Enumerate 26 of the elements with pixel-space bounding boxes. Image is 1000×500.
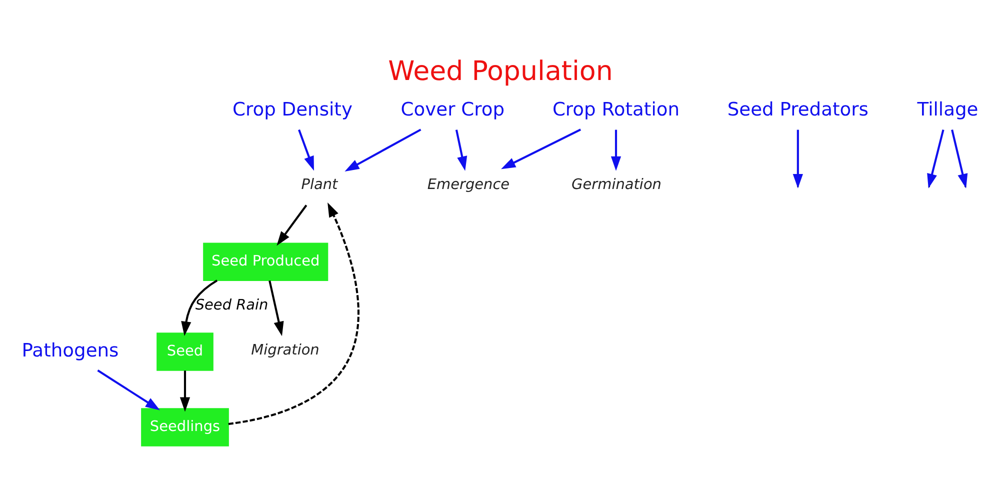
arrow (179, 370, 190, 412)
arrow (268, 280, 284, 336)
edge-label: Seed Rain (194, 298, 268, 314)
arrow (180, 280, 218, 336)
node-text: Emergence (426, 177, 510, 194)
diagram-title: Weed Population (388, 56, 612, 87)
node-text: Pathogens (21, 340, 118, 362)
node-text: Migration (250, 342, 319, 359)
node-box: Seed Produced (202, 242, 328, 281)
arrow (344, 128, 421, 172)
arrow (500, 128, 581, 170)
node-text: Germination (571, 177, 661, 194)
node-box: Seed (156, 332, 213, 371)
arrow (276, 204, 307, 246)
node-text: Crop Density (232, 100, 352, 121)
node-box: Seedlings (140, 408, 228, 446)
arrow (298, 129, 314, 171)
arrow (610, 130, 621, 171)
node-text: Tillage (916, 100, 978, 121)
arrow (454, 130, 467, 171)
node-text: Plant (300, 177, 338, 194)
arrow (96, 370, 160, 410)
node-text: Seed Predators (726, 100, 868, 121)
arrow (228, 202, 359, 425)
node-text: Crop Rotation (552, 100, 680, 121)
node-text: Cover Crop (400, 100, 504, 121)
